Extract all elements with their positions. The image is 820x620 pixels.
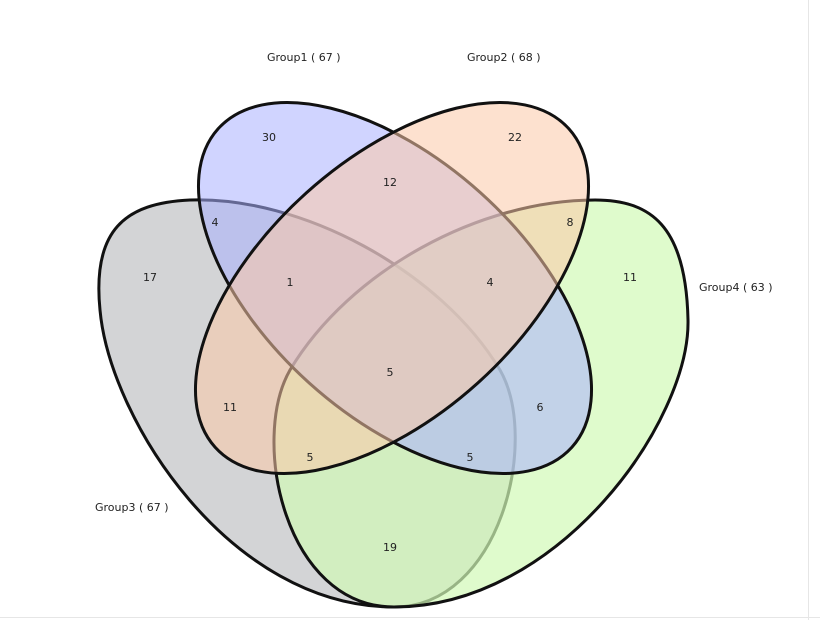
region-count-all: 5 — [387, 366, 394, 379]
region-count-g2-g3: 11 — [223, 401, 237, 414]
frame-edge-bottom — [0, 617, 820, 618]
set-shape-group2 — [193, 101, 591, 475]
region-count-g1: 30 — [262, 131, 276, 144]
set-label-group2: Group2 ( 68 ) — [467, 51, 541, 64]
region-count-g3-g4: 19 — [383, 541, 397, 554]
set-label-group3: Group3 ( 67 ) — [95, 501, 169, 514]
region-count-g2-g4: 8 — [567, 216, 574, 229]
region-count-g1-g2: 12 — [383, 176, 397, 189]
region-count-g4: 11 — [623, 271, 637, 284]
region-count-g2: 22 — [508, 131, 522, 144]
set-label-group1: Group1 ( 67 ) — [267, 51, 341, 64]
frame-edge-right — [808, 0, 809, 620]
region-count-g1-g3: 4 — [212, 216, 219, 229]
region-count-g1-g2-g3: 1 — [287, 276, 294, 289]
region-count-g1-g4: 6 — [537, 401, 544, 414]
region-count-g1-g2-g4: 4 — [487, 276, 494, 289]
set-label-group4: Group4 ( 63 ) — [699, 281, 773, 294]
region-count-g2-g3-g4: 5 — [307, 451, 314, 464]
region-count-g1-g3-g4: 5 — [467, 451, 474, 464]
region-count-g3: 17 — [143, 271, 157, 284]
